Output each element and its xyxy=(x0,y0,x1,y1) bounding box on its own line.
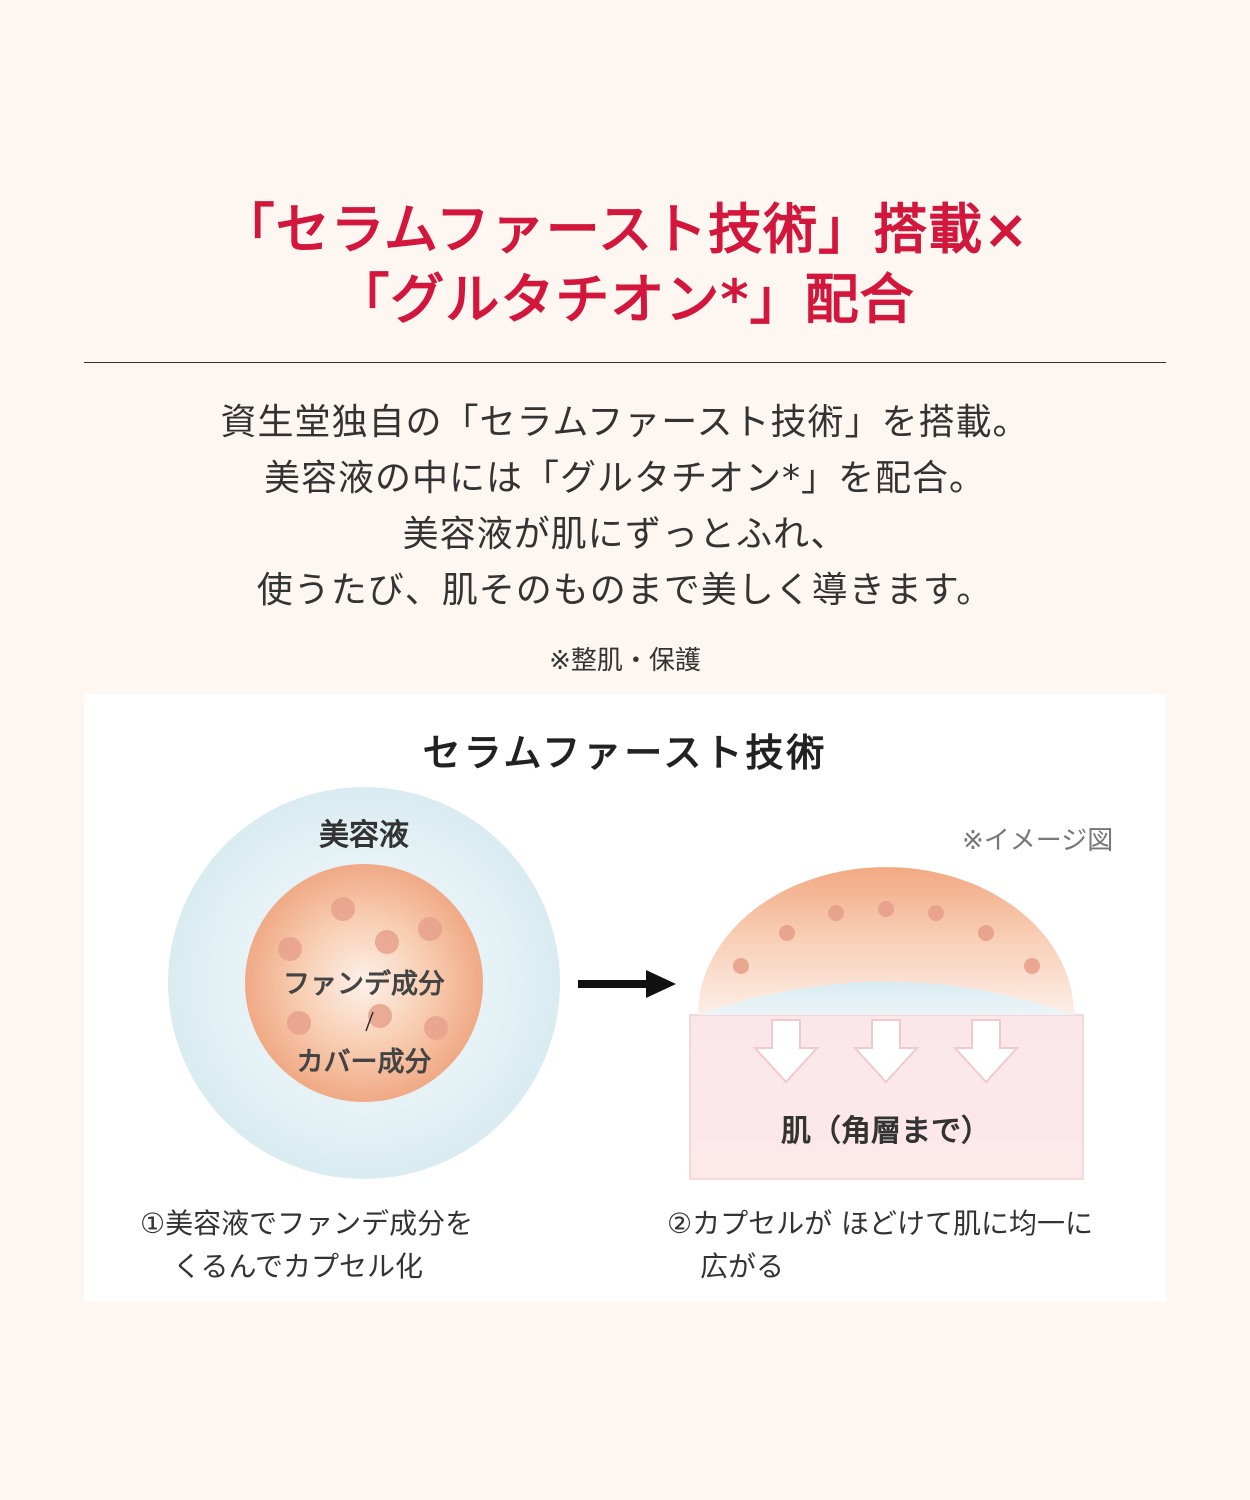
down-arrow-icon xyxy=(952,1019,1020,1084)
body-line-1: 資生堂独自の「セラムファースト技術」を搭載。 xyxy=(220,402,1030,443)
caption-step-2-line-1: ②カプセルが ほどけて肌に均一に xyxy=(667,1207,1094,1240)
down-arrow-icon xyxy=(852,1019,920,1084)
serum-label: 美容液 xyxy=(319,818,409,853)
cover-label: カバー成分 xyxy=(297,1047,432,1078)
arrow-right-icon xyxy=(578,970,676,998)
body-line-2: 美容液の中には「グルタチオン*」を配合。 xyxy=(263,458,986,499)
down-arrows xyxy=(752,1019,1020,1084)
headline-line-2: 「グルタチオン*」配合 xyxy=(335,268,915,331)
caption-step-1-line-1: ①美容液でファンデ成分を xyxy=(140,1207,474,1240)
headline-line-1: 「セラムファースト技術」搭載× xyxy=(220,198,1030,261)
footnote: ※整肌・保護 xyxy=(549,646,701,676)
body-text: 資生堂独自の「セラムファースト技術」を搭載。 美容液の中には「グルタチオン*」を… xyxy=(0,395,1250,619)
headline: 「セラムファースト技術」搭載× 「グルタチオン*」配合 xyxy=(0,195,1250,335)
cover-pointer-line xyxy=(365,1011,374,1032)
dome-dots xyxy=(733,901,1040,974)
caption-step-1: ①美容液でファンデ成分を くるんでカプセル化 xyxy=(140,1202,473,1288)
body-line-3: 美容液が肌にずっとふれ、 xyxy=(402,514,848,555)
cover-dots xyxy=(278,897,448,1040)
image-note: ※イメージ図 xyxy=(962,826,1114,856)
divider xyxy=(84,362,1166,363)
down-arrow-icon xyxy=(752,1019,820,1084)
caption-step-1-line-2: くるんでカプセル化 xyxy=(173,1250,424,1283)
caption-step-2-line-2: 広がる xyxy=(700,1250,785,1283)
body-line-4: 使うたび、肌そのものまで美しく導きます。 xyxy=(256,570,994,611)
capsule-dome xyxy=(698,867,1074,1015)
caption-step-2: ②カプセルが ほどけて肌に均一に 広がる xyxy=(667,1202,1093,1288)
diagram-title: セラムファースト技術 xyxy=(422,731,828,775)
foundation-label: ファンデ成分 xyxy=(283,968,445,1000)
skin-label: 肌（角層まで） xyxy=(781,1114,991,1149)
